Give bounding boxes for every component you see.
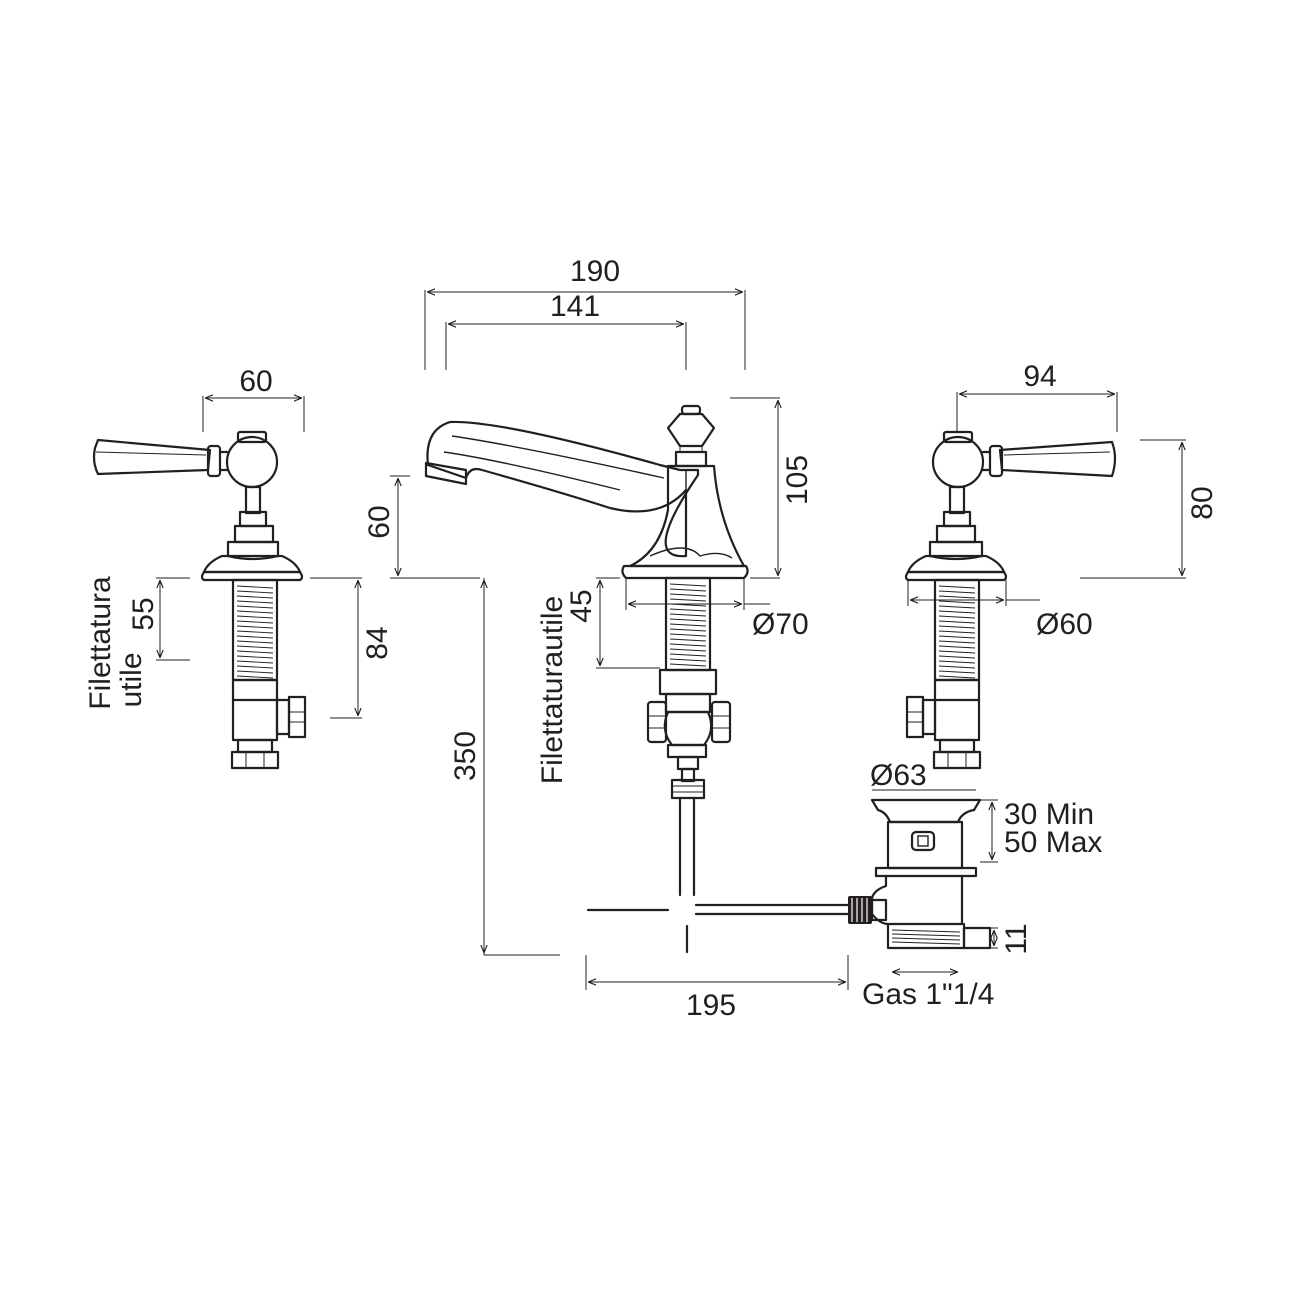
dim-diameter-63: Ø63 [870, 759, 927, 792]
thread-line [938, 675, 976, 679]
dim-60-outlet: 60 [363, 505, 396, 538]
dim-55: 55 [127, 597, 160, 630]
thread-line [938, 625, 976, 629]
thread-line [669, 588, 707, 592]
thread-line [236, 605, 274, 609]
left-lever-handle [92, 438, 212, 476]
thread-line [669, 593, 707, 597]
dim-30-min: 30 Min [1004, 798, 1094, 831]
dim-80: 80 [1186, 486, 1219, 519]
thread-line [938, 660, 976, 664]
thread-line [938, 655, 976, 659]
thread-line [891, 933, 961, 937]
thread-line [236, 610, 274, 614]
dimension-lines [156, 290, 1186, 990]
right-valve [904, 430, 1117, 770]
thread-line [236, 645, 274, 649]
dim-50-max: 50 Max [1004, 826, 1102, 859]
thread-line [236, 640, 274, 644]
spout-finial [666, 412, 716, 448]
left-thread-label-line2: utile [115, 652, 148, 707]
thread-line [891, 937, 961, 941]
left-thread-label-line1: Filettatura [84, 576, 117, 710]
thread-line [938, 585, 976, 589]
thread-line [938, 615, 976, 619]
gas-thread-label: Gas 1"1/4 [862, 978, 994, 1011]
thread-line [669, 633, 707, 637]
thread-line [938, 635, 976, 639]
thread-line [938, 645, 976, 649]
left-threaded-shank [231, 578, 279, 682]
thread-line [938, 650, 976, 654]
dim-190: 190 [570, 255, 620, 288]
dim-141: 141 [550, 290, 600, 323]
thread-line [938, 600, 976, 604]
thread-line [669, 618, 707, 622]
dim-84: 84 [361, 626, 394, 659]
dim-diameter-70: Ø70 [752, 608, 809, 641]
thread-line [938, 620, 976, 624]
waste-body [886, 820, 964, 870]
centre-thread-label: Filettaturautile [536, 596, 569, 784]
thread-line [938, 640, 976, 644]
right-threaded-shank [933, 578, 981, 682]
thread-line [236, 665, 274, 669]
centre-spout [424, 404, 749, 897]
dim-11: 11 [1000, 923, 1033, 954]
thread-line [669, 653, 707, 657]
thread-line [938, 590, 976, 594]
popup-waste [586, 798, 992, 954]
thread-line [236, 670, 274, 674]
thread-line [669, 583, 707, 587]
thread-line [938, 630, 976, 634]
thread-line [938, 595, 976, 599]
dim-195: 195 [686, 989, 736, 1022]
thread-line [891, 929, 961, 933]
thread-line [236, 595, 274, 599]
thread-line [236, 585, 274, 589]
dim-60-left-handle: 60 [239, 365, 272, 398]
thread-line [938, 605, 976, 609]
right-valve-hub [931, 435, 985, 489]
thread-line [236, 620, 274, 624]
thread-line [891, 941, 961, 945]
thread-line [236, 660, 274, 664]
dim-350: 350 [449, 731, 482, 781]
thread-line [236, 635, 274, 639]
thread-line [669, 638, 707, 642]
left-valve-hub [225, 435, 279, 489]
thread-line [236, 675, 274, 679]
thread-line [669, 663, 707, 667]
left-valve [92, 430, 307, 770]
dim-105: 105 [781, 455, 814, 505]
thread-line [236, 650, 274, 654]
thread-line [938, 610, 976, 614]
thread-line [669, 643, 707, 647]
thread-line [938, 670, 976, 674]
dim-94: 94 [1023, 360, 1056, 393]
thread-line [669, 648, 707, 652]
thread-line [236, 630, 274, 634]
dim-45: 45 [565, 589, 598, 622]
waste-flange [870, 798, 982, 824]
thread-line [236, 615, 274, 619]
thread-line [938, 665, 976, 669]
thread-line [236, 655, 274, 659]
thread-line [236, 625, 274, 629]
dimension-labels: 190 141 60 94 105 60 80 55 84 45 Ø70 Ø60… [84, 255, 1219, 1022]
thread-line [236, 600, 274, 604]
thread-line [669, 628, 707, 632]
thread-line [669, 613, 707, 617]
thread-line [669, 608, 707, 612]
thread-line [669, 623, 707, 627]
thread-line [236, 590, 274, 594]
spout-arm [426, 420, 700, 558]
thread-line [669, 658, 707, 662]
right-lever-handle [998, 440, 1117, 478]
thread-line [669, 598, 707, 602]
dim-diameter-60: Ø60 [1036, 608, 1093, 641]
